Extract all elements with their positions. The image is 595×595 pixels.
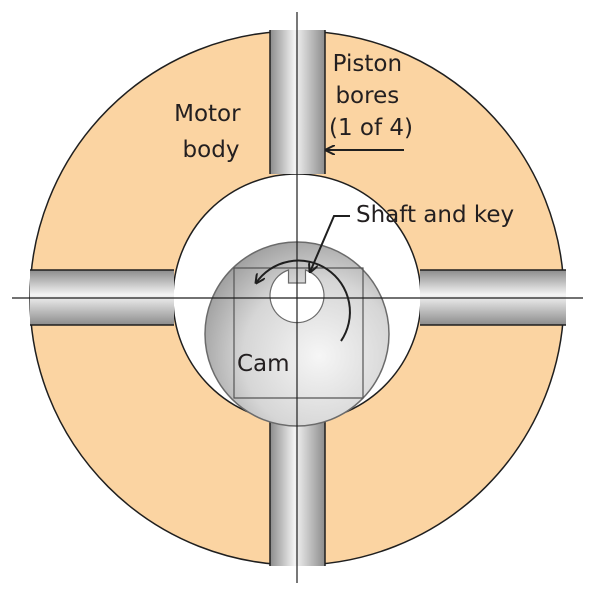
piston-bores-label-line2: bores [335, 83, 399, 109]
cam-square-outline [233, 267, 364, 399]
rotation-arrow [256, 259, 351, 342]
piston-bores-label-line1: Piston [333, 51, 402, 77]
motor-body-label-line1: Motor [174, 101, 241, 127]
piston-bores-label: Piston bores (1 of 4) [329, 51, 413, 141]
motor-body-label-line2: body [183, 137, 240, 163]
shaft-leader-arrow [310, 215, 350, 272]
shaft-and-key-label: Shaft and key [356, 202, 514, 228]
cam-label: Cam [237, 351, 290, 377]
piston-bores-label-line3: (1 of 4) [329, 115, 413, 141]
motor-body-label: Motor body [174, 101, 248, 163]
